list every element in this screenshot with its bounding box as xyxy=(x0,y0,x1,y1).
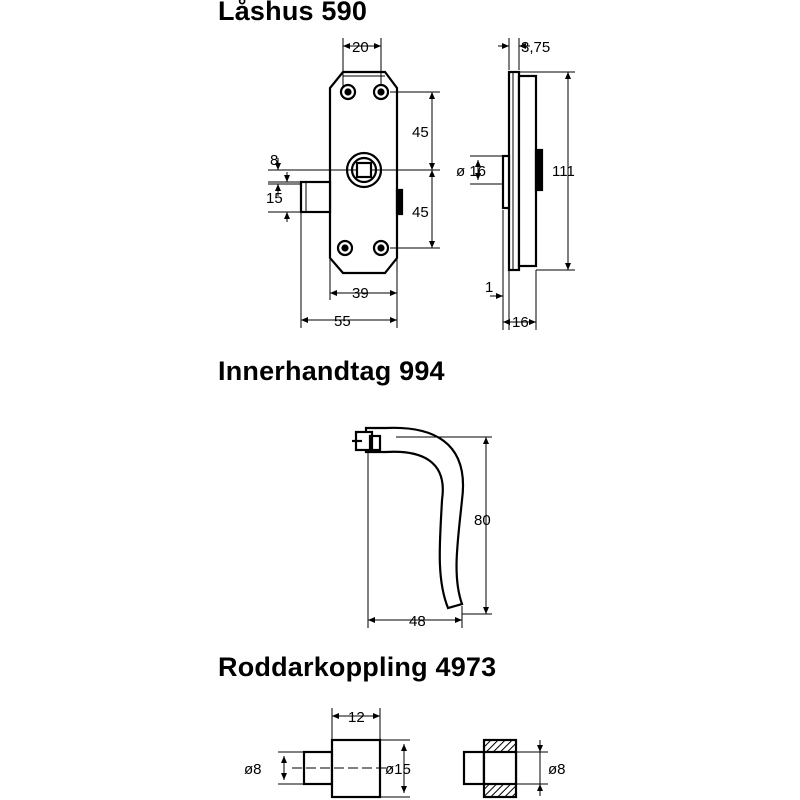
dim-bolt-height: 15 xyxy=(266,190,283,207)
lashus-side-dimensions xyxy=(470,38,575,330)
dim-bore-diameter: ø8 xyxy=(548,761,566,778)
lashus-side-view xyxy=(501,70,544,272)
dim-plate: 1 xyxy=(485,279,493,296)
title-lashus: Låshus 590 xyxy=(218,0,368,26)
dim-offset-right: 3,75 xyxy=(521,39,550,56)
lashus-front-dimensions xyxy=(268,38,440,328)
dim-handle-width: 48 xyxy=(409,613,426,630)
dim-depth: 16 xyxy=(512,314,529,331)
dim-total-height: 111 xyxy=(552,163,575,180)
title-roddarkoppling: Roddarkoppling 4973 xyxy=(218,652,497,682)
lashus-front-view xyxy=(299,70,404,275)
dim-upper-half: 45 xyxy=(412,124,429,141)
dim-base-width: 39 xyxy=(352,285,369,302)
coupling-right-dimensions xyxy=(516,740,548,796)
dim-diameter: ø 16 xyxy=(456,163,486,180)
dim-hole-offset: 8 xyxy=(270,152,278,169)
handle-dimensions xyxy=(367,436,492,628)
handle-drawing xyxy=(352,426,465,610)
dim-width-top: 20 xyxy=(352,39,369,56)
dim-shaft-diameter: ø8 xyxy=(244,761,262,778)
dim-handle-height: 80 xyxy=(474,512,491,529)
dim-lower-half: 45 xyxy=(412,204,429,221)
dim-body-diameter: ø15 xyxy=(385,761,411,778)
screw-hole-icon xyxy=(336,83,390,257)
dim-total-width: 55 xyxy=(334,313,351,330)
coupling-left-dimensions xyxy=(278,708,410,798)
title-innerhandtag: Innerhandtag 994 xyxy=(218,356,445,386)
dim-coupling-length: 12 xyxy=(348,709,365,726)
coupling-right-view xyxy=(462,738,518,799)
